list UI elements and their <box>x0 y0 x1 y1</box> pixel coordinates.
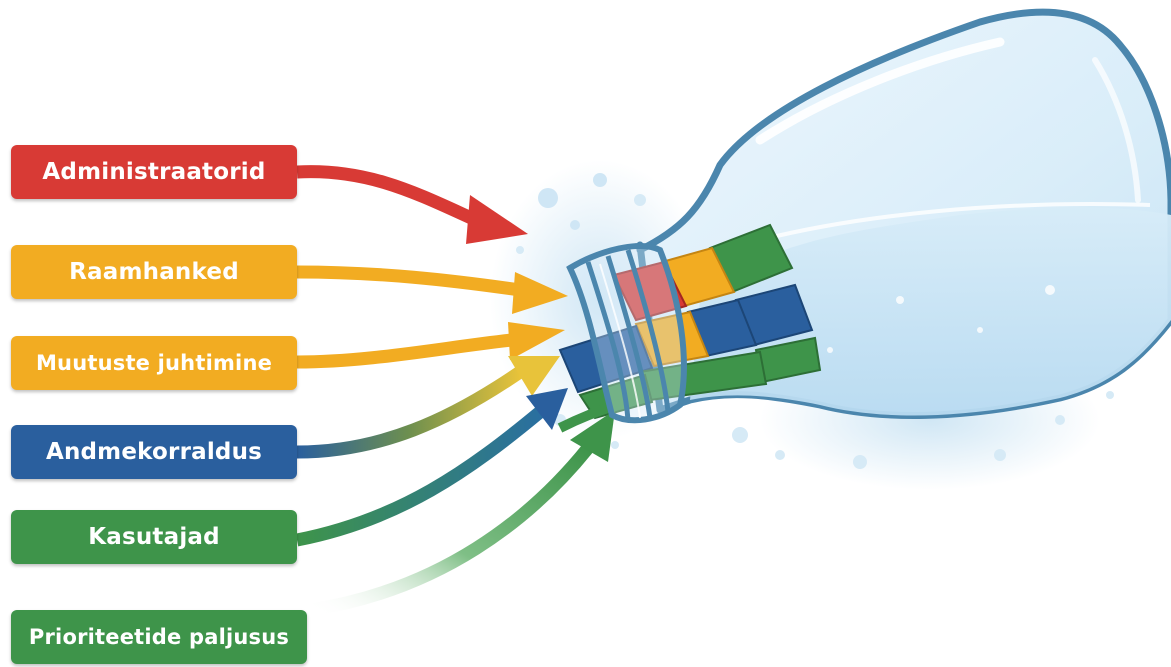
label-muutuste-juhtimine: Muutuste juhtimine <box>11 336 297 390</box>
label-andmekorraldus: Andmekorraldus <box>11 425 297 479</box>
arrow-icon <box>295 165 622 617</box>
label-administraatorid: Administraatorid <box>11 145 297 199</box>
bottle-icon <box>636 8 1171 419</box>
label-kasutajad: Kasutajad <box>11 510 297 564</box>
block-icon <box>558 223 822 420</box>
label-prioriteetide-paljusus: Prioriteetide paljusus <box>11 610 307 664</box>
label-raamhanked: Raamhanked <box>11 245 297 299</box>
bottle-neck-rings <box>566 243 687 424</box>
